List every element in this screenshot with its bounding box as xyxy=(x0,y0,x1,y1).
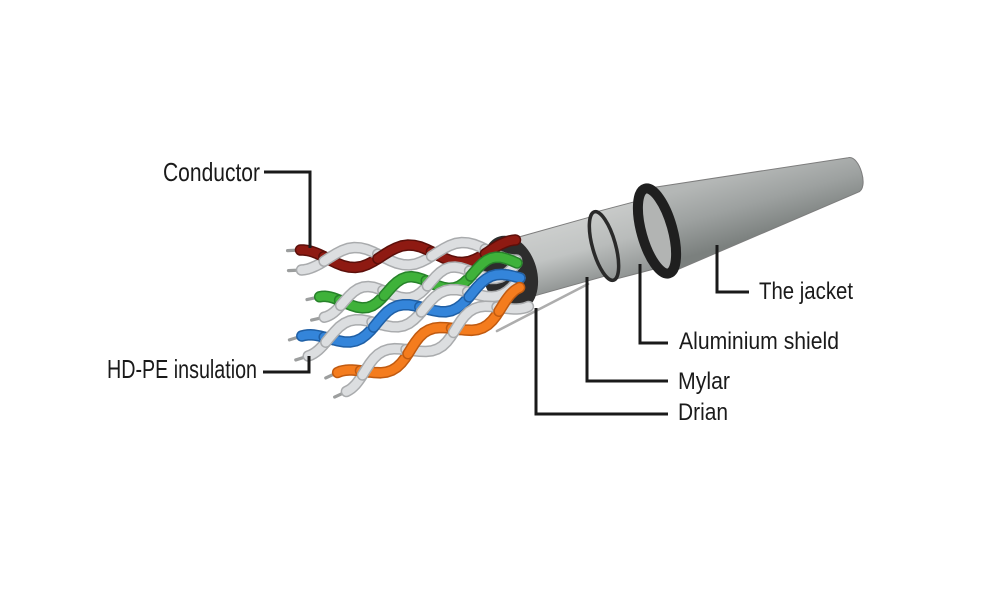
colored-strand xyxy=(494,283,524,316)
leader-lines xyxy=(263,170,749,416)
colored-strand xyxy=(466,252,522,281)
label-drain: Drian xyxy=(678,399,728,426)
leader-conductor xyxy=(264,170,312,248)
jacket-cut-ring xyxy=(632,183,682,279)
jacket-body xyxy=(644,157,864,274)
label-hdpe-insulation: HD-PE insulation xyxy=(107,354,257,384)
colored-strand xyxy=(464,270,525,302)
jacket-cut-face xyxy=(640,192,673,270)
colored-strand xyxy=(481,235,520,258)
twisted-pair-maroon xyxy=(285,234,523,276)
leader-hdpe-insulation xyxy=(263,356,311,374)
label-the-jacket: The jacket xyxy=(759,278,853,305)
shield-cut-edge xyxy=(587,209,621,283)
label-mylar: Mylar xyxy=(678,368,730,395)
labels: Conductor HD-PE insulation The jacket Al… xyxy=(107,157,853,426)
drain-wire xyxy=(495,282,590,333)
leader-the-jacket xyxy=(715,245,749,294)
label-conductor: Conductor xyxy=(163,157,260,187)
twisted-pair-orange xyxy=(324,281,535,399)
leader-aluminium-shield xyxy=(638,264,668,345)
twisted-pairs xyxy=(285,234,590,399)
leader-mylar xyxy=(585,277,668,383)
label-aluminium-shield: Aluminium shield xyxy=(679,328,839,355)
leader-drain xyxy=(534,308,668,416)
